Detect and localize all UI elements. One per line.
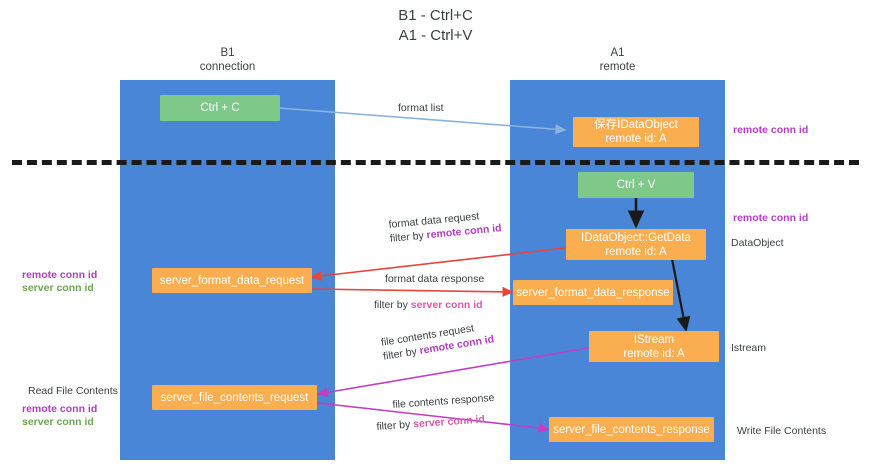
arrow-format-data-response bbox=[311, 286, 514, 297]
node-server-format-data-request[interactable]: server_format_data_request bbox=[152, 268, 312, 293]
edge-label-format-data-response: format data response bbox=[385, 272, 484, 286]
side-label-write-file-contents: Write File Contents bbox=[737, 425, 827, 437]
edge-label-file-contents-request: file contents request filter by remote c… bbox=[380, 318, 495, 363]
phase-divider bbox=[12, 160, 859, 165]
node-ctrl-v-label: Ctrl + V bbox=[616, 179, 656, 191]
column-header-a1: A1 remote bbox=[510, 46, 725, 74]
filter-prefix: filter by bbox=[376, 418, 414, 433]
side-label-right-remote-conn-id-top: remote conn id bbox=[733, 124, 809, 136]
filter-prefix: filter by bbox=[374, 299, 411, 311]
column-header-b1-name: B1 bbox=[220, 47, 235, 59]
side-label-left-server-conn-id-mid: server conn id bbox=[22, 282, 94, 294]
side-label-left-remote-conn-id-low: remote conn id bbox=[22, 403, 98, 415]
column-header-b1: B1 connection bbox=[120, 46, 335, 74]
node-save-idataobject-line2: remote id: A bbox=[605, 133, 667, 145]
edge-label-format-data-request: format data request filter by remote con… bbox=[388, 207, 502, 246]
column-header-a1-sub: remote bbox=[599, 61, 636, 73]
filter-prefix: filter by bbox=[389, 229, 428, 245]
node-save-idataobject[interactable]: 保存IDataObject remote id: A bbox=[573, 117, 699, 147]
side-label-dataobject: DataObject bbox=[731, 237, 784, 249]
edge-label-format-data-response-filter: filter by server conn id bbox=[374, 298, 483, 312]
diagram-title: B1 - Ctrl+C A1 - Ctrl+V bbox=[0, 6, 871, 46]
column-header-b1-sub: connection bbox=[199, 61, 256, 73]
side-label-left-server-conn-id-low: server conn id bbox=[22, 416, 94, 428]
node-save-idataobject-line1: 保存IDataObject bbox=[594, 119, 678, 131]
node-server-file-contents-request[interactable]: server_file_contents_request bbox=[152, 385, 317, 410]
node-idataobject-getdata-line2: remote id: A bbox=[605, 245, 667, 258]
edge-label-file-contents-response-filter: filter by server conn id bbox=[376, 412, 485, 434]
filter-key-server-conn-id: server conn id bbox=[412, 413, 486, 431]
edge-label-format-list: format list bbox=[398, 101, 444, 115]
column-header-a1-name: A1 bbox=[610, 47, 625, 59]
edge-label-file-contents-response: file contents response bbox=[392, 391, 495, 412]
node-idataobject-getdata-line1: IDataObject::GetData bbox=[581, 231, 691, 244]
node-server-file-contents-request-label: server_file_contents_request bbox=[160, 391, 309, 404]
side-label-right-remote-conn-id-mid: remote conn id bbox=[733, 212, 809, 224]
edge-label-file-contents-response-text: file contents response bbox=[392, 391, 495, 411]
edge-label-format-list-text: format list bbox=[398, 102, 444, 114]
node-server-file-contents-response-label: server_file_contents_response bbox=[553, 423, 710, 436]
node-idataobject-getdata[interactable]: IDataObject::GetData remote id: A bbox=[566, 229, 706, 260]
node-server-format-data-response-label: server_format_data_response bbox=[516, 286, 670, 299]
node-server-file-contents-response[interactable]: server_file_contents_response bbox=[549, 417, 714, 442]
node-ctrl-c-label: Ctrl + C bbox=[200, 102, 240, 114]
node-server-format-data-response[interactable]: server_format_data_response bbox=[513, 280, 673, 305]
node-ctrl-v[interactable]: Ctrl + V bbox=[578, 172, 694, 198]
node-istream[interactable]: IStream remote id: A bbox=[589, 331, 719, 362]
side-label-read-file-contents: Read File Contents bbox=[28, 385, 118, 397]
side-label-istream: Istream bbox=[731, 342, 767, 354]
node-istream-line2: remote id: A bbox=[623, 347, 685, 360]
title-line-2: A1 - Ctrl+V bbox=[398, 27, 473, 44]
side-label-left-remote-conn-id-mid: remote conn id bbox=[22, 269, 98, 281]
node-ctrl-c[interactable]: Ctrl + C bbox=[160, 95, 280, 121]
node-server-format-data-request-label: server_format_data_request bbox=[159, 274, 305, 287]
edge-label-format-data-response-text: format data response bbox=[385, 273, 485, 285]
node-istream-line1: IStream bbox=[633, 333, 675, 346]
title-line-1: B1 - Ctrl+C bbox=[398, 7, 473, 24]
filter-key-server-conn-id: server conn id bbox=[410, 299, 483, 311]
